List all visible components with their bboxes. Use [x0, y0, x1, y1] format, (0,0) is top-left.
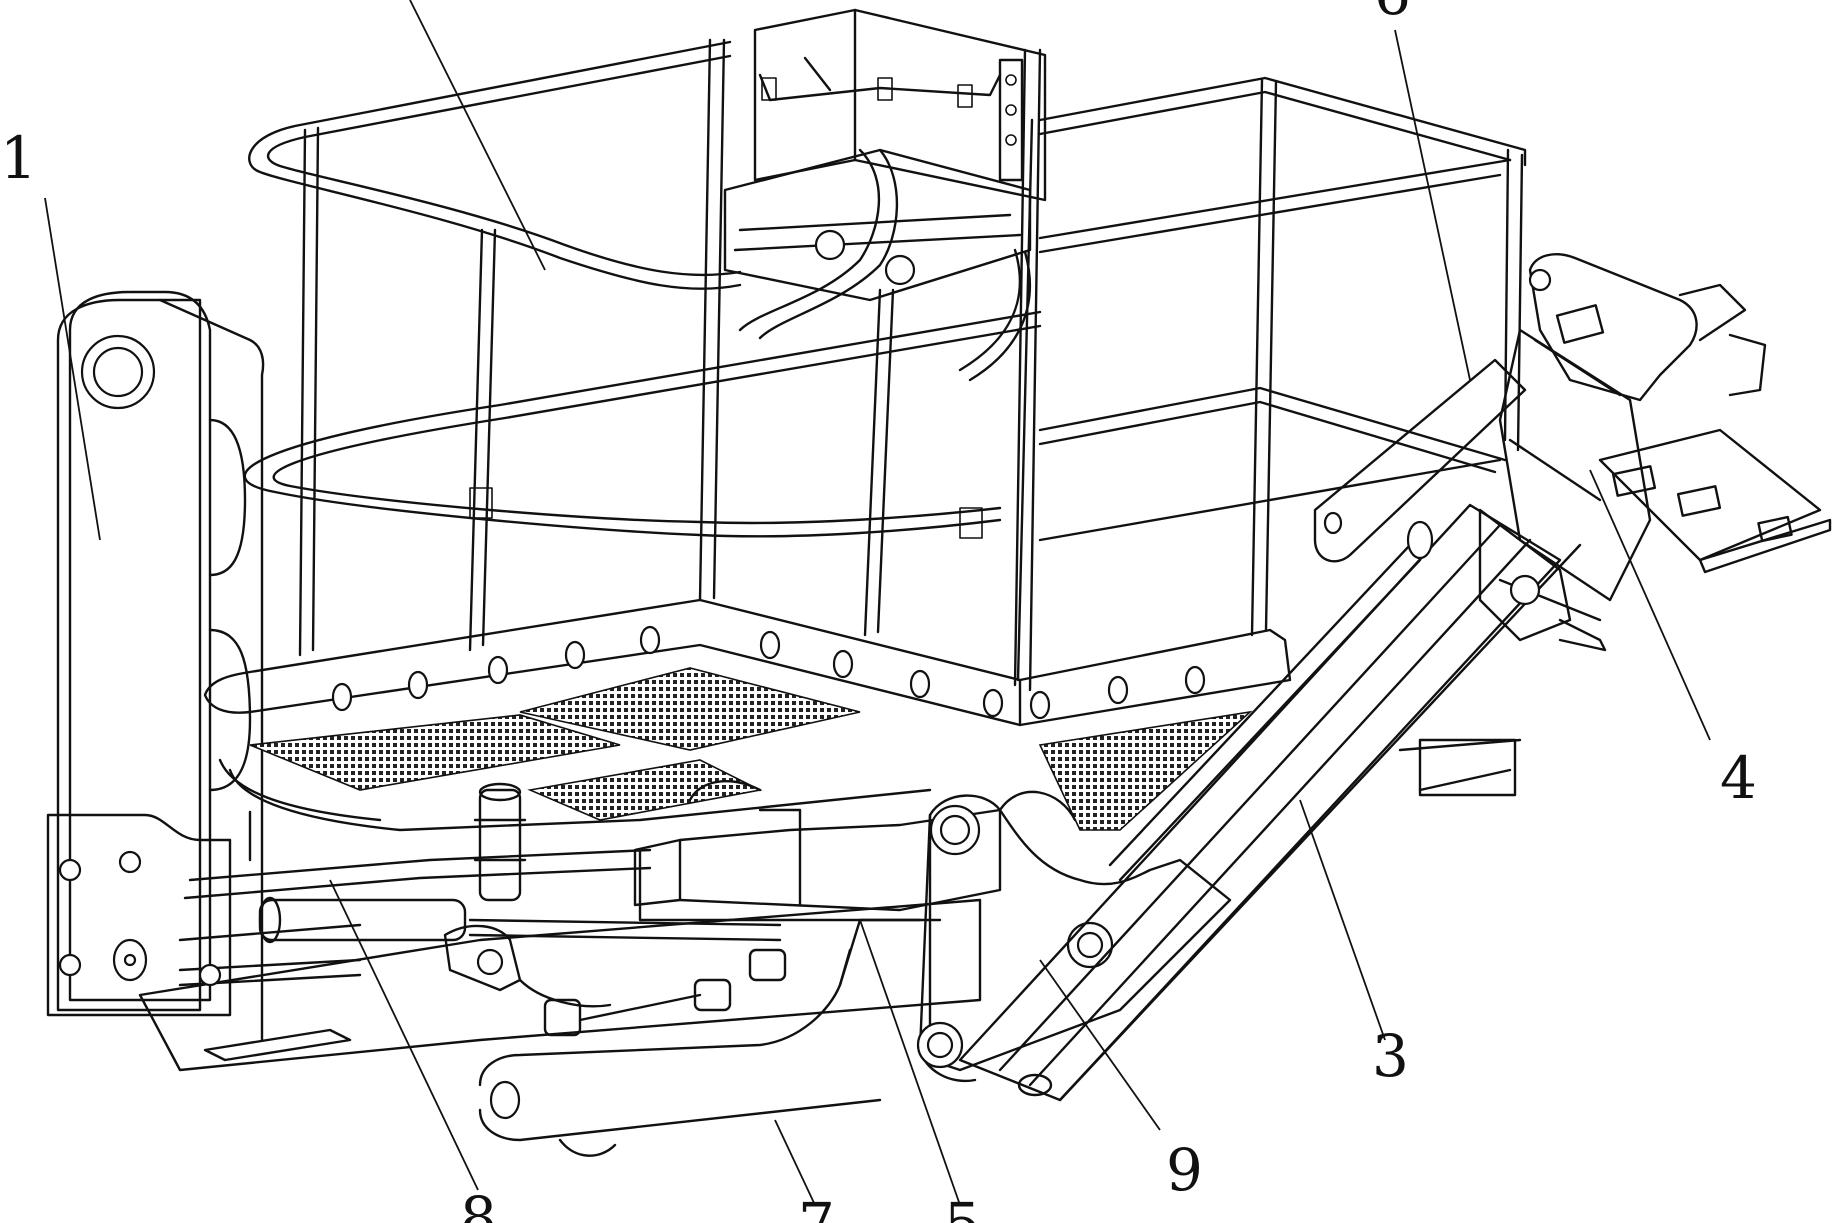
- callout-4: 4: [1720, 744, 1757, 812]
- callout-9: 9: [1166, 1136, 1203, 1204]
- part-6-control-console: [723, 8, 1047, 382]
- callout-5: 5: [944, 1190, 981, 1223]
- basket-railings: [243, 38, 1527, 692]
- part-5-hanger-bracket: [633, 780, 1002, 922]
- part-3-main-arm: [958, 503, 1582, 1102]
- callout-labels: 1 3 4 5 6 7 8 9: [0, 0, 1757, 1223]
- basket-floor: [203, 598, 1292, 862]
- part-1-mount-plate: [46, 290, 982, 1072]
- part-9-rotary-joint: [916, 790, 1232, 1083]
- callout-6: 6: [1374, 0, 1411, 28]
- callout-3: 3: [1372, 1022, 1409, 1090]
- callout-7: 7: [798, 1190, 835, 1223]
- callout-8: 8: [460, 1184, 497, 1223]
- leader-lines: [44, 0, 1711, 1206]
- part-4-end-bracket: [1313, 253, 1832, 652]
- callout-1: 1: [0, 124, 37, 192]
